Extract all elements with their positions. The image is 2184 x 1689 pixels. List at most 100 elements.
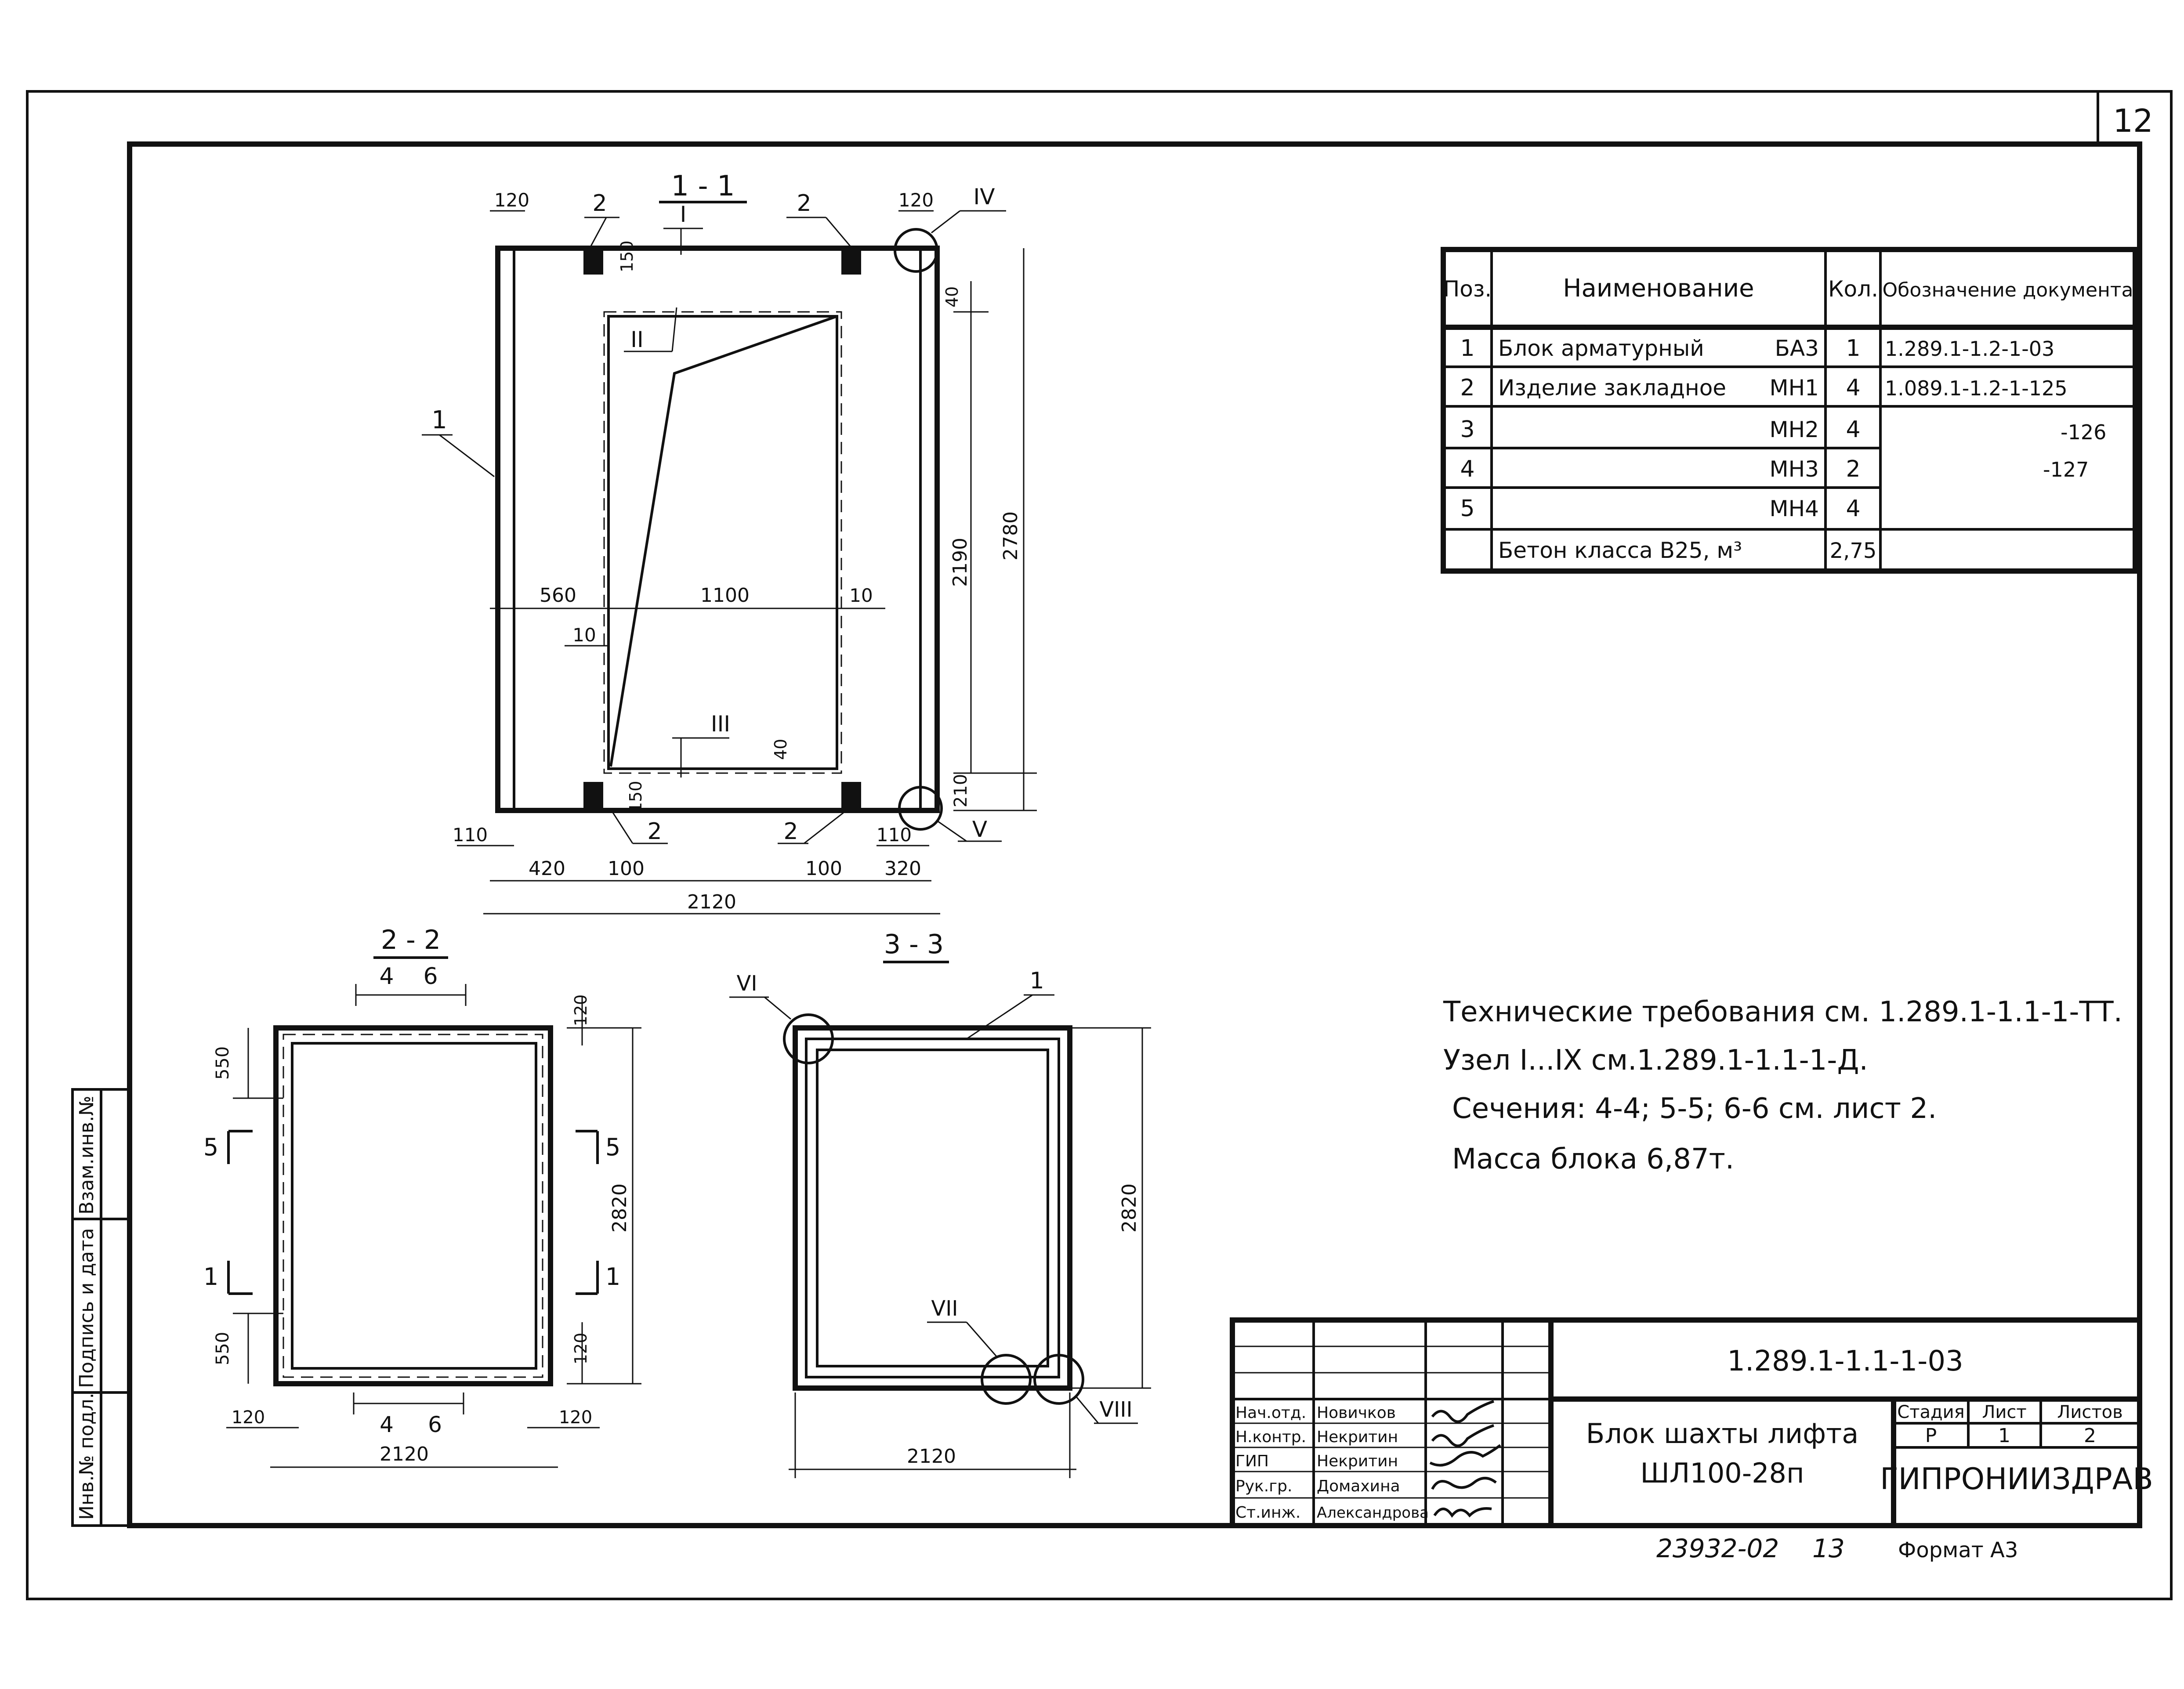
dim-120-v-top: 120 (571, 995, 590, 1027)
title-block: 1.289.1-1.1-1-03 Блок шахты лифта ШЛ100-… (1230, 1317, 2153, 1528)
dim-120-v-bottom: 120 (571, 1333, 590, 1365)
dim-120-h-right: 120 (559, 1407, 592, 1428)
role-1: Н.контр. (1235, 1428, 1306, 1446)
node-circle-viii (1033, 1354, 1084, 1405)
spec-row5-pos: 5 (1460, 495, 1474, 522)
format-label: Формат А3 (1898, 1538, 2018, 1562)
section-33-inner-2 (816, 1049, 1049, 1367)
spec-row4-mark: МН3 (1769, 456, 1819, 482)
sheet-label: Лист (1982, 1402, 2026, 1422)
node-label-vii: VII (931, 1296, 958, 1321)
embedded-plate-top-left (583, 248, 603, 275)
section-22-sub-left: 4 (379, 963, 394, 990)
sheets-value: 2 (2084, 1425, 2096, 1447)
dim-550-bottom: 550 (213, 1332, 233, 1365)
role-2: ГИП (1235, 1452, 1269, 1470)
opening-sign (609, 315, 837, 767)
dim-420: 420 (529, 857, 565, 880)
spec-row2-qty: 4 (1846, 375, 1860, 401)
dim-100-right: 100 (805, 857, 842, 880)
side-stamp-inv-replace: Взам.инв.№ (76, 1096, 98, 1215)
dim-120-h-left: 120 (232, 1407, 265, 1428)
dim-120-right: 120 (898, 189, 934, 211)
name-3: Домахина (1317, 1477, 1400, 1495)
node-label-viii: VIII (1099, 1397, 1132, 1422)
doc-code: 1.289.1-1.1-1-03 (1727, 1345, 1963, 1378)
dim-110-left: 110 (453, 824, 488, 846)
node-label-v: V (972, 817, 987, 842)
node-label-iv: IV (974, 184, 995, 210)
spec-row3-mark: МН2 (1769, 417, 1819, 442)
side-stamp-inv-orig: Инв.№ подл. (76, 1392, 98, 1520)
dim-1100: 1100 (700, 584, 750, 607)
dim-550-top: 550 (213, 1046, 233, 1080)
note-1: Технические требования см. 1.289.1-1.1-1… (1443, 996, 2122, 1028)
callout-2c: 2 (647, 818, 662, 845)
embedded-plate-bottom-right (841, 782, 861, 810)
callout-1-33: 1 (1029, 968, 1044, 994)
spec-row3-qty: 4 (1846, 416, 1860, 443)
node-circle-iv (894, 228, 938, 273)
section-view-2-2: 2 - 2 4 6 550 550 120 120 2820 5 5 (203, 925, 641, 1468)
spec-row1-pos: 1 (1460, 335, 1474, 362)
spec-row4-doc: -127 (2043, 458, 2089, 481)
outer-frame (26, 90, 2173, 1600)
section-22-inner (291, 1042, 537, 1370)
sec5-right: 5 (605, 1133, 620, 1161)
spec-header-pos: Поз. (1443, 276, 1492, 302)
embedded-plate-bottom-left (583, 782, 603, 810)
sheets-label: Листов (2057, 1402, 2122, 1422)
name-4: Александрова (1317, 1504, 1429, 1522)
dim-2120-22: 2120 (380, 1443, 429, 1465)
node-label-ii: II (630, 327, 644, 352)
archive-page: 13 (1812, 1533, 1845, 1563)
note-4: Масса блока 6,87т. (1452, 1143, 1734, 1175)
bottom-sub-left: 4 (380, 1412, 394, 1437)
sheet-number: 12 (2113, 102, 2153, 139)
role-4: Ст.инж. (1235, 1504, 1300, 1522)
role-0: Нач.отд. (1235, 1404, 1306, 1422)
signature-3 (1431, 1477, 1497, 1490)
signature-4 (1433, 1507, 1492, 1518)
callout-2d: 2 (783, 818, 798, 845)
spec-row2-mark: МН1 (1769, 375, 1819, 401)
side-stamp: Инв.№ подл. Подпись и дата Взам.инв.№ (71, 1088, 131, 1527)
name-0: Новичков (1317, 1404, 1396, 1422)
spec-row5-mark: МН4 (1769, 496, 1819, 521)
spec-row2-doc: 1.089.1-1.2-1-125 (1885, 376, 2068, 400)
dim-560: 560 (540, 584, 576, 607)
callout-2b: 2 (797, 190, 811, 217)
dim-10-right: 10 (849, 585, 873, 606)
spec-row6-qty: 2,75 (1830, 539, 1877, 563)
opening (607, 315, 838, 770)
dim-40-top: 40 (942, 286, 962, 307)
dim-150-top: 150 (617, 240, 637, 272)
spec-row1-name: Блок арматурный (1498, 336, 1704, 361)
spec-row3-doc: -126 (2061, 420, 2106, 444)
dim-100-left: 100 (608, 857, 645, 880)
spec-row3-pos: 3 (1460, 416, 1474, 443)
note-2: Узел I...IX см.1.289.1-1.1-1-Д. (1443, 1044, 1868, 1077)
sec5-left: 5 (203, 1133, 218, 1161)
spec-row1-qty: 1 (1846, 335, 1860, 362)
dim-40-bottom: 40 (771, 739, 790, 760)
title-line-2: ШЛ100-28п (1640, 1457, 1804, 1489)
node-label-vi: VI (737, 971, 757, 996)
dim-2120-top: 2120 (687, 891, 736, 913)
signature-1 (1431, 1424, 1494, 1447)
stage-label: Стадия (1897, 1402, 1964, 1422)
bottom-sub-right: 6 (428, 1412, 442, 1437)
dim-10-left: 10 (572, 624, 596, 646)
spec-row2-name: Изделие закладное (1498, 375, 1726, 401)
note-3: Сечения: 4-4; 5-5; 6-6 см. лист 2. (1452, 1092, 1937, 1125)
dim-120-left: 120 (494, 189, 529, 211)
spec-row6-name: Бетон класса В25, м³ (1498, 538, 1742, 563)
dim-110-right: 110 (876, 824, 912, 846)
section-title-3-3: 3 - 3 (884, 929, 944, 960)
node-circle-vii (981, 1354, 1032, 1405)
sheet-value: 1 (1998, 1425, 2010, 1447)
dim-210: 210 (951, 774, 971, 807)
spec-row1-doc: 1.289.1-1.2-1-03 (1885, 337, 2054, 361)
signature-0 (1431, 1400, 1494, 1423)
